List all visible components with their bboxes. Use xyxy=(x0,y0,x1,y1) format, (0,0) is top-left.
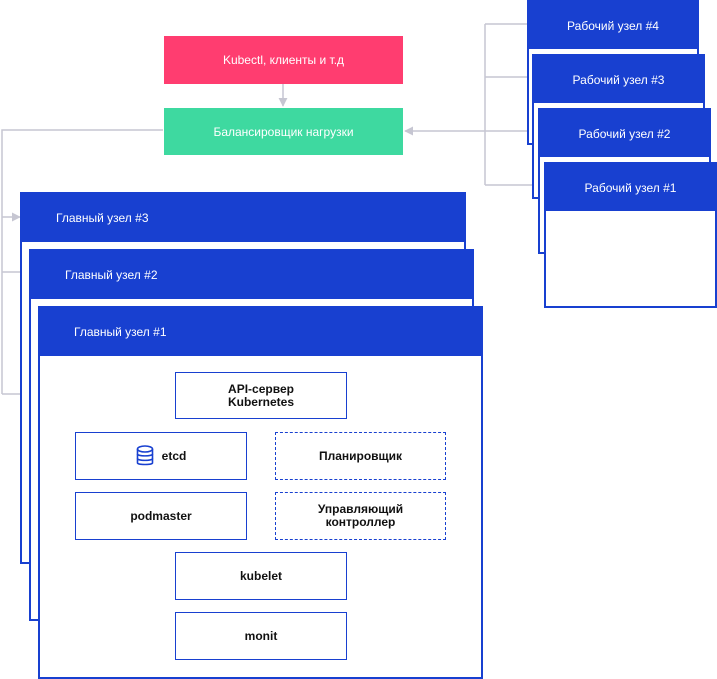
database-icon xyxy=(136,445,154,467)
master-node-2-header: Главный узел #2 xyxy=(31,251,472,299)
monit-label: monit xyxy=(244,628,278,643)
master-node-1-header: Главный узел #1 xyxy=(40,308,481,356)
api-server-box: API-сервер Kubernetes xyxy=(175,372,347,419)
controller-manager-box: Управляющий контроллер xyxy=(275,492,446,540)
scheduler-label: Планировщик xyxy=(318,448,403,463)
clients-box: Kubectl, клиенты и т.д xyxy=(164,36,403,84)
etcd-box: etcd xyxy=(75,432,247,480)
worker-node-2-title: Рабочий узел #2 xyxy=(578,126,671,141)
kubelet-label: kubelet xyxy=(239,568,282,583)
master-node-3-header: Главный узел #3 xyxy=(22,194,464,242)
master-node-1-title: Главный узел #1 xyxy=(74,325,167,339)
etcd-label: etcd xyxy=(161,448,187,463)
monit-box: monit xyxy=(175,612,347,660)
api-server-label-line1: API-сервер xyxy=(228,381,294,396)
master-node-3-title: Главный узел #3 xyxy=(56,211,149,225)
podmaster-label: podmaster xyxy=(130,508,192,523)
podmaster-box: podmaster xyxy=(75,492,247,540)
lb-to-masters-bus xyxy=(1,129,163,394)
worker-node-3-header: Рабочий узел #3 xyxy=(534,56,703,103)
worker-node-1-title: Рабочий узел #1 xyxy=(584,180,677,195)
api-server-label-line2: Kubernetes xyxy=(227,394,295,409)
load-balancer-box: Балансировщик нагрузки xyxy=(164,108,403,155)
worker-node-3-title: Рабочий узел #3 xyxy=(572,72,665,87)
worker-node-1: Рабочий узел #1 xyxy=(544,162,717,308)
controller-manager-label-line2: контроллер xyxy=(325,515,396,529)
controller-manager-label-line1: Управляющий xyxy=(317,502,404,516)
worker-node-1-header: Рабочий узел #1 xyxy=(546,164,715,211)
master-node-2-title: Главный узел #2 xyxy=(65,268,158,282)
worker-node-2-header: Рабочий узел #2 xyxy=(540,110,709,157)
clients-label: Kubectl, клиенты и т.д xyxy=(222,53,345,67)
worker-node-4-title: Рабочий узел #4 xyxy=(567,18,659,33)
scheduler-box: Планировщик xyxy=(275,432,446,480)
worker-node-4-header: Рабочий узел #4 xyxy=(529,2,697,49)
kubelet-box: kubelet xyxy=(175,552,347,600)
load-balancer-label: Балансировщик нагрузки xyxy=(213,124,354,139)
